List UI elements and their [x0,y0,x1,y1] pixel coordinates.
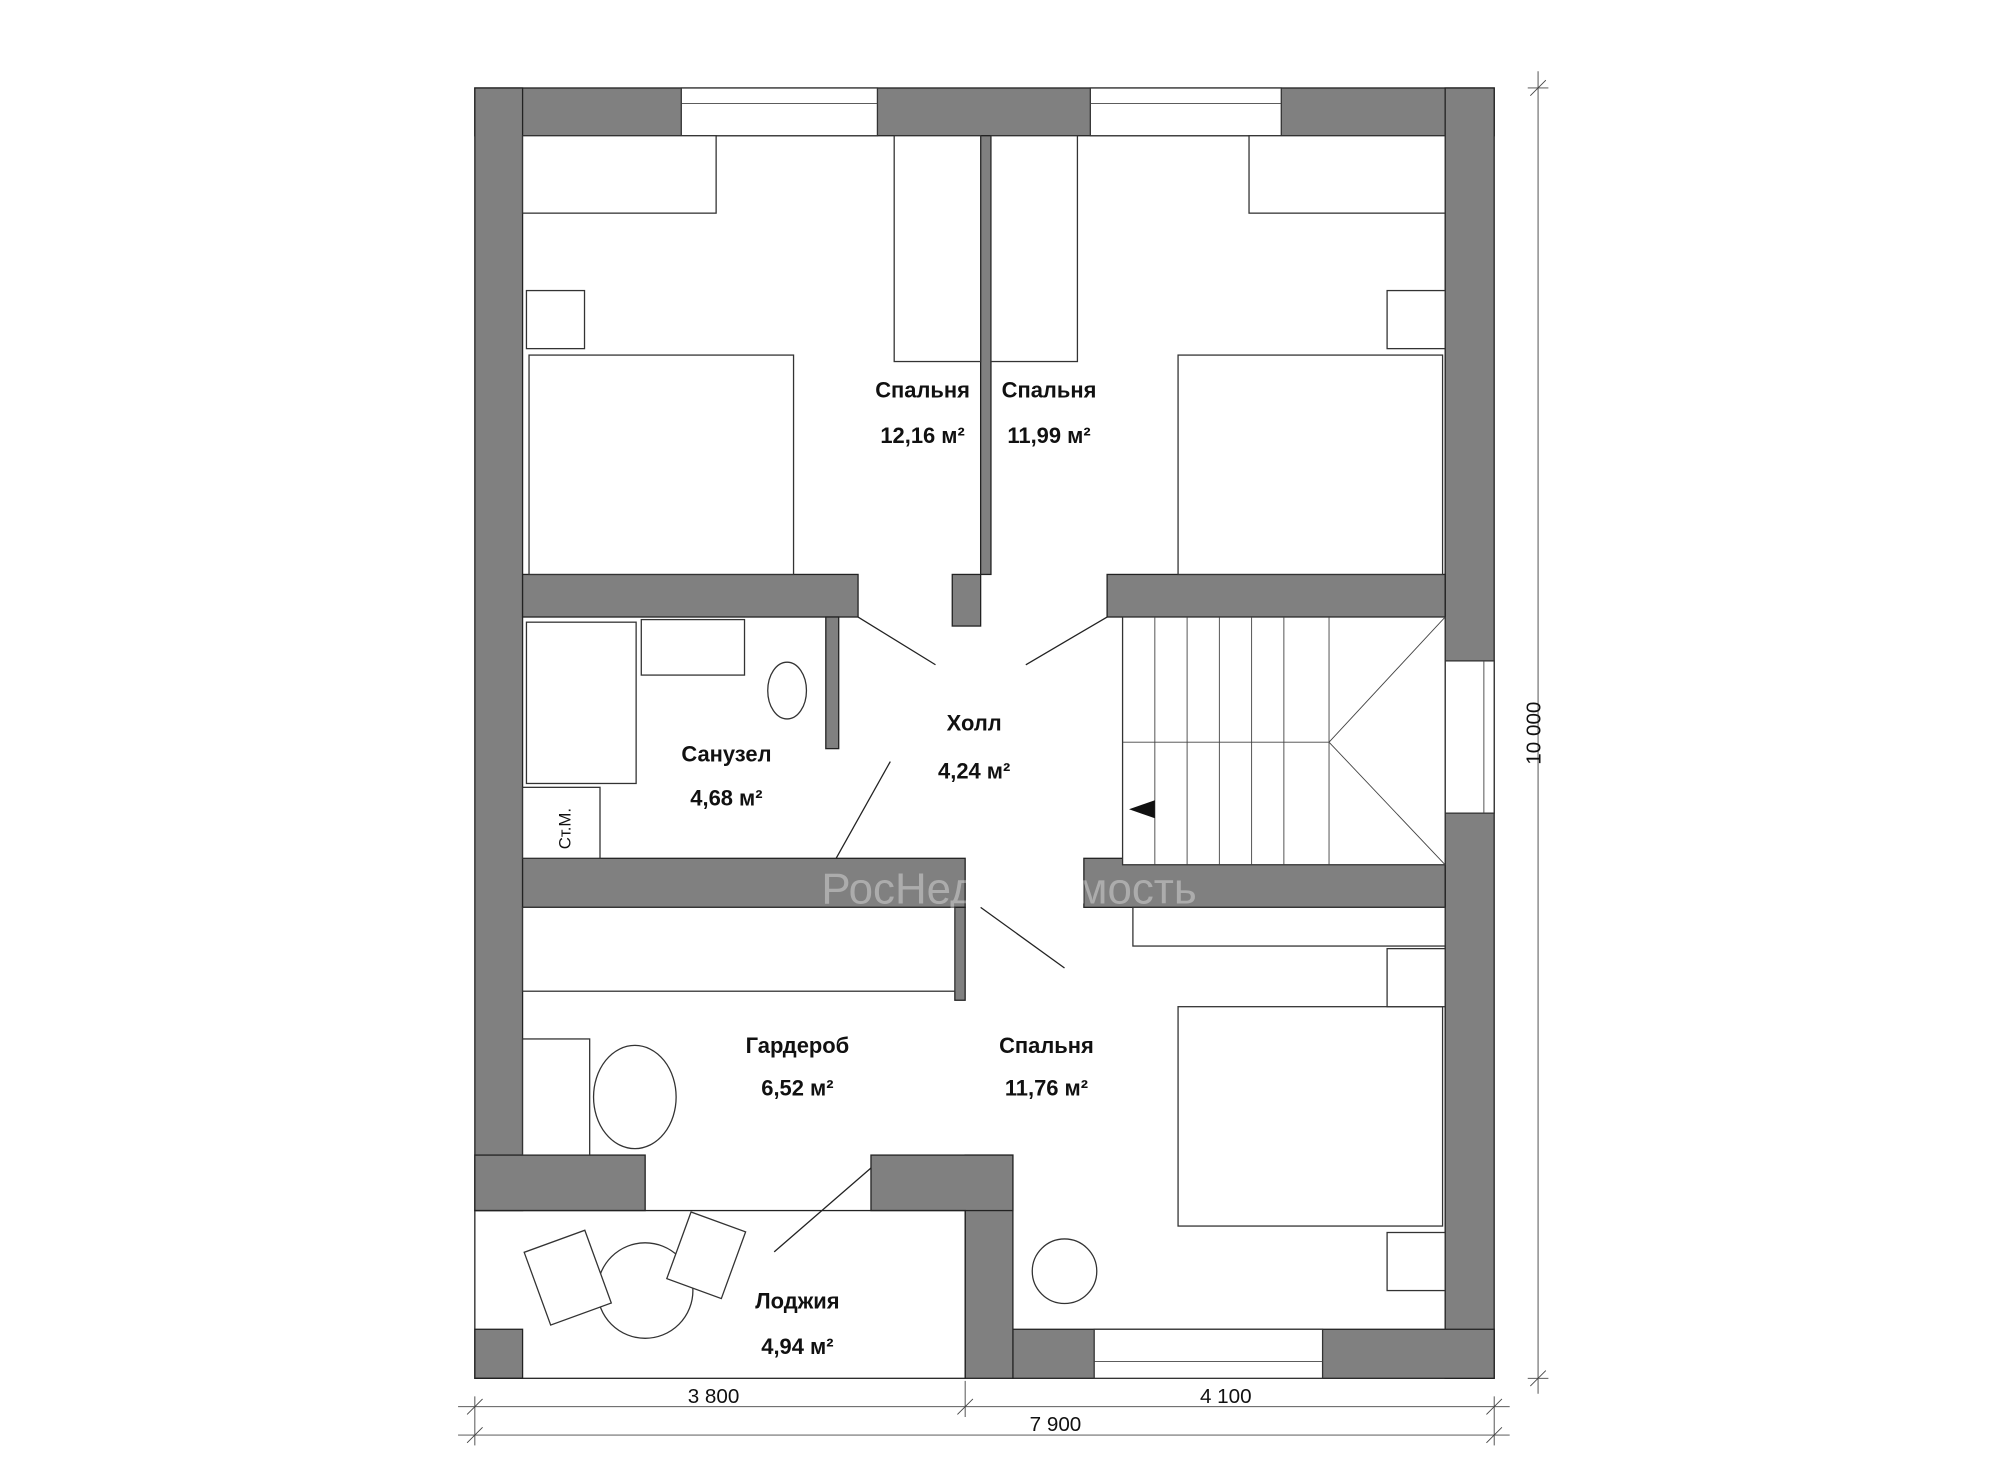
loggia-outline [474,1209,966,1379]
doors [773,616,1108,1253]
door[interactable] [980,906,1065,969]
bed [1177,1006,1444,1227]
bedroom-bottom-name: Спальня [999,1033,1094,1058]
dimension-left: 3 800 [688,1385,740,1408]
wardrobe-rack [521,906,956,992]
door[interactable] [773,1167,872,1253]
hall-name: Холл [947,711,1002,736]
loggia-area: 4,94 м² [761,1334,833,1359]
desk [521,135,717,214]
toilet [767,661,808,720]
desk [1248,135,1446,214]
windows [680,87,1495,1379]
dimension-total-width: 7 900 [1030,1413,1082,1436]
wardrobe-closet [893,135,982,363]
window [1089,87,1282,137]
bedroom-bottom-area: 11,76 м² [1005,1076,1088,1101]
nightstand [1386,289,1446,350]
door[interactable] [1025,616,1108,666]
nightstand [1386,1231,1446,1292]
room-labels: Спальня 12,16 м² Спальня 11,99 м² Холл 4… [555,378,1096,1359]
nightstand [525,289,586,350]
wardrobe-name: Гардероб [746,1033,850,1058]
wardrobe-closet [990,135,1079,363]
shelf [1132,906,1446,947]
bedroom-top-right-name: Спальня [1002,378,1097,403]
riser-box [521,786,601,859]
window [1093,1328,1324,1379]
dimensions: 3 800 4 100 7 900 10 000 [458,71,1549,1446]
window [1444,660,1495,814]
window [680,87,879,137]
bedroom-top-right-area: 11,99 м² [1007,423,1090,448]
wardrobe-area: 6,52 м² [761,1076,833,1101]
dimension-right: 4 100 [1200,1385,1252,1408]
staircase[interactable] [1121,616,1446,866]
watermark: РосНедвижимость [821,864,1196,913]
vanity-table [521,1038,591,1156]
sink [640,618,746,676]
lounge-chair [523,1229,613,1326]
armchair [592,1044,677,1150]
furniture [521,135,1446,1339]
bathroom-area: 4,68 м² [690,785,762,810]
bedroom-top-left-area: 12,16 м² [880,423,964,448]
bedroom-top-left-name: Спальня [875,378,970,403]
bed [528,354,795,576]
riser-label: Ст.М. [555,808,574,849]
lounge-chair [665,1211,747,1300]
shower [525,621,637,785]
hall-area: 4,24 м² [938,758,1010,783]
dimension-total-depth: 10 000 [1523,702,1546,765]
bed [1177,354,1444,576]
nightstand [1386,947,1446,1008]
door[interactable] [835,761,891,859]
bathroom-name: Санузел [681,742,771,767]
plant [1031,1238,1098,1305]
loggia-name: Лоджия [755,1289,839,1314]
door[interactable] [857,616,936,666]
